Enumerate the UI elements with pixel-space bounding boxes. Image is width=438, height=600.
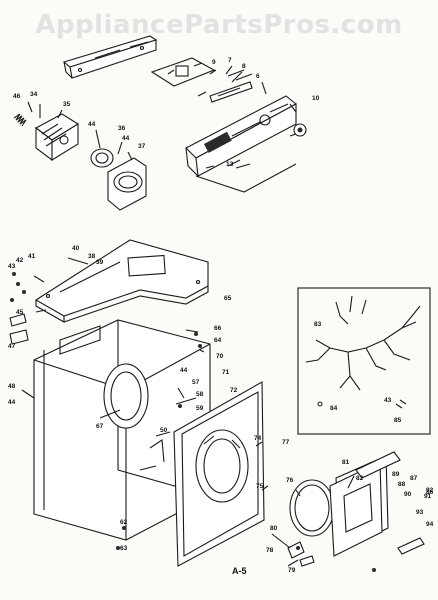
callout-number: 67 xyxy=(96,423,104,430)
callout-number: 41 xyxy=(28,253,36,260)
watermark: AppliancePartsPros.com xyxy=(35,10,403,40)
callout-number: 48 xyxy=(8,383,16,390)
mounting-screws xyxy=(9,272,376,572)
callout-number: 43 xyxy=(8,263,16,270)
callout-number: 76 xyxy=(286,477,294,484)
callout-number: 62 xyxy=(120,519,128,526)
callout-number: 40 xyxy=(72,245,80,252)
duct-ring xyxy=(90,148,114,168)
callout-number: 38 xyxy=(88,253,96,260)
callout-number: 63 xyxy=(120,545,128,552)
wire-harness-box xyxy=(297,287,431,435)
callout-number: 80 xyxy=(270,525,278,532)
callout-number: 57 xyxy=(192,379,200,386)
callout-number: 50 xyxy=(160,427,168,434)
timer-knob xyxy=(289,123,307,137)
callout-number: 43 xyxy=(384,397,392,404)
callout-number: 91 xyxy=(424,493,432,500)
callout-number: 39 xyxy=(96,259,104,266)
callout-number: 93 xyxy=(416,509,424,516)
callout-number: 8 xyxy=(242,63,246,70)
callout-number: 82 xyxy=(356,475,364,482)
callout-number: 92 xyxy=(426,487,434,494)
callout-number: 34 xyxy=(30,91,38,98)
callout-number: 44 xyxy=(180,367,188,374)
callout-number: 59 xyxy=(196,405,204,412)
exhaust-duct xyxy=(107,157,147,211)
callout-number: 75 xyxy=(256,483,264,490)
switch-strip xyxy=(209,69,253,103)
callout-number: 44 xyxy=(122,135,130,142)
callout-number: 72 xyxy=(230,387,238,394)
callout-number: 83 xyxy=(314,321,322,328)
switch-bracket xyxy=(150,57,216,87)
callout-number: 70 xyxy=(216,353,224,360)
callout-number: 79 xyxy=(288,567,296,574)
callout-number: 6 xyxy=(256,73,260,80)
callout-number: 71 xyxy=(222,369,230,376)
callout-number: 13 xyxy=(226,161,234,168)
toe-plate xyxy=(397,537,425,555)
callout-number: 90 xyxy=(404,491,412,498)
callout-number: 37 xyxy=(138,143,146,150)
callout-number: 58 xyxy=(196,391,204,398)
callout-number: 44 xyxy=(8,399,16,406)
callout-number: 94 xyxy=(426,521,434,528)
callout-number: 35 xyxy=(63,101,71,108)
heater-spring xyxy=(13,113,27,127)
callout-number: 9 xyxy=(212,59,216,66)
callout-number: 66 xyxy=(214,325,222,332)
cabinet-top xyxy=(34,239,209,323)
control-panel xyxy=(185,95,297,193)
figure-code: A-5 xyxy=(232,566,247,576)
callout-number: 86 xyxy=(426,489,434,496)
callout-number: 7 xyxy=(228,57,232,64)
door-seal xyxy=(289,479,335,537)
callout-number: 84 xyxy=(330,405,338,412)
top-rail-bracket xyxy=(62,35,158,79)
callout-number: 81 xyxy=(342,459,350,466)
door-assembly xyxy=(329,451,401,557)
callout-number: 10 xyxy=(312,95,320,102)
door-hinge xyxy=(287,541,315,567)
callout-number: 44 xyxy=(88,121,96,128)
callout-number: 89 xyxy=(392,471,400,478)
callout-number: 64 xyxy=(214,337,222,344)
callout-number: 77 xyxy=(282,439,290,446)
callout-number: 74 xyxy=(254,435,262,442)
callout-number: 85 xyxy=(394,417,402,424)
front-panel xyxy=(173,381,265,567)
callout-number: 36 xyxy=(118,125,126,132)
heater-housing xyxy=(34,113,80,162)
callout-number: 46 xyxy=(13,93,21,100)
callout-number: 45 xyxy=(16,309,24,316)
callout-number: 65 xyxy=(224,295,232,302)
callout-number: 88 xyxy=(398,481,406,488)
callout-number: 47 xyxy=(8,343,16,350)
callout-number: 87 xyxy=(410,475,418,482)
callout-number: 42 xyxy=(16,257,24,264)
callout-number: 78 xyxy=(266,547,274,554)
